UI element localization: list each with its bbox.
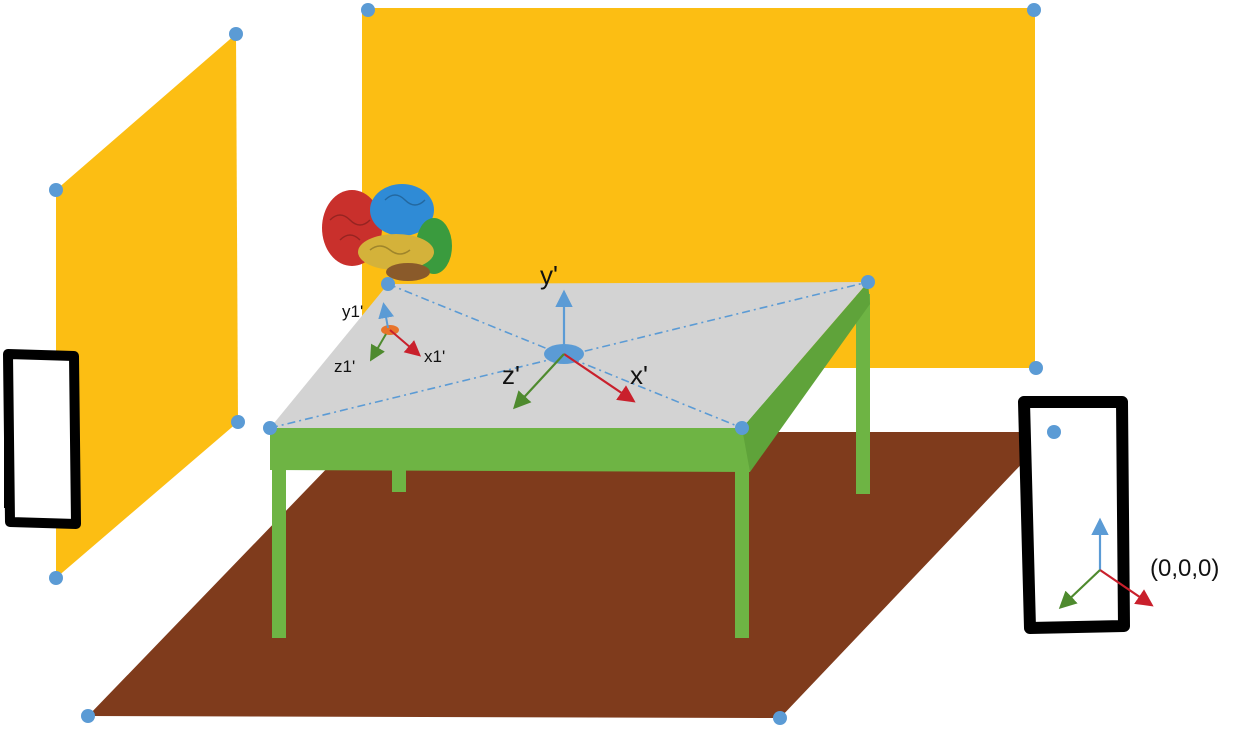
- table-front-apron: [270, 428, 750, 472]
- table-leg-front-right: [735, 468, 749, 638]
- table-side-apron: [742, 282, 870, 472]
- corner-marker: [773, 711, 787, 725]
- corner-markers: [49, 3, 1061, 725]
- corner-marker: [735, 421, 749, 435]
- label-y-prime: y': [540, 260, 558, 290]
- smartphone-icon: [3, 349, 81, 529]
- corner-marker: [381, 277, 395, 291]
- label-z-prime: z': [502, 360, 520, 390]
- axis-z-prime: [513, 353, 565, 410]
- axis-x1-prime: [389, 329, 422, 357]
- label-x-prime: x': [630, 360, 648, 390]
- label-x1-prime: x1': [424, 347, 445, 366]
- label-z1-prime: z1': [334, 357, 355, 376]
- corner-marker: [81, 709, 95, 723]
- corner-marker: [1029, 361, 1043, 375]
- brain-icon: [322, 184, 452, 281]
- corner-marker: [1027, 3, 1041, 17]
- table-diagonal-1: [387, 283, 743, 429]
- origin-axis-x: [1099, 569, 1154, 607]
- corner-marker: [231, 415, 245, 429]
- corner-marker: [229, 27, 243, 41]
- origin-label: (0,0,0): [1150, 555, 1219, 582]
- corner-marker: [1047, 425, 1061, 439]
- axis-y1-prime: [378, 302, 395, 329]
- left-wall: [56, 34, 238, 578]
- corner-marker: [49, 183, 63, 197]
- origin-axis-z: [1058, 569, 1101, 610]
- axis-x-prime: [563, 353, 636, 403]
- label-y1-prime: y1': [342, 302, 363, 321]
- corner-marker: [263, 421, 277, 435]
- corner-marker: [361, 3, 375, 17]
- corner-marker: [861, 275, 875, 289]
- table-leg-back-right: [856, 294, 870, 494]
- floor: [88, 432, 1052, 718]
- table-leg-front-left: [272, 468, 286, 638]
- axis-z1-prime: [369, 333, 387, 362]
- corner-marker: [49, 571, 63, 585]
